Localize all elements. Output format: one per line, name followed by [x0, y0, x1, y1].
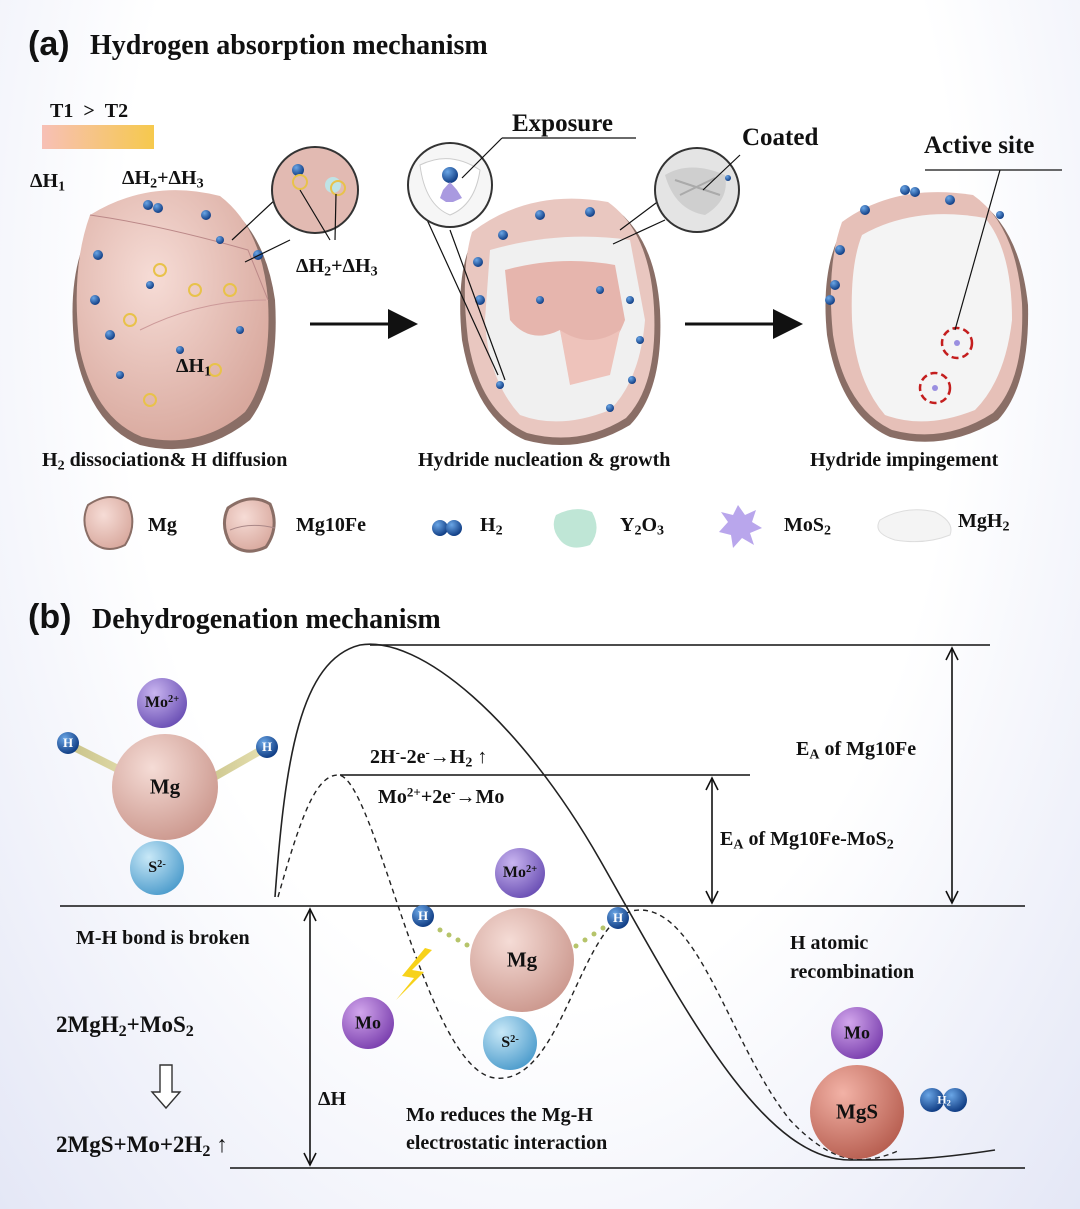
legend-mgh2-label: MgH2 [958, 510, 1010, 535]
callout-exposure: Exposure [512, 110, 613, 137]
atom-mo2plus-center [495, 848, 545, 898]
legend-icons [83, 496, 952, 553]
atom-label-mgs: MgS [836, 1099, 878, 1124]
lightning-icon [396, 948, 432, 1000]
atom-label-mg-center: Mg [506, 947, 538, 972]
atom-h2-a [920, 1088, 944, 1112]
mo-reduces-label-1: Mo reduces the Mg-H [406, 1104, 593, 1126]
h2-molecules [90, 200, 263, 379]
particle-mg-dissociation [72, 190, 276, 450]
atom-h-center-left [412, 905, 434, 927]
panel-a-title: Hydrogen absorption mechanism [90, 30, 488, 61]
atom-mo-right [831, 1007, 883, 1059]
legend-y2o3-label: Y2O3 [620, 514, 665, 539]
temperature-label: T1 > T2 [50, 100, 129, 122]
legend-h2-icon [432, 520, 462, 536]
atom-label-h-center-left: H [417, 908, 429, 923]
molecule-mgh2-intact [57, 678, 278, 895]
recombination-label-1: H atomic [790, 932, 869, 954]
atom-label-s2minus: S2- [148, 858, 166, 876]
delta-h23-label-zoom: ΔH2+ΔH3 [296, 255, 378, 280]
legend-mg-icon [83, 496, 134, 550]
atom-label-mo-right: Mo [844, 1022, 870, 1043]
atom-label-h-center-right: H [612, 910, 624, 925]
panel-a-letter: (a) [28, 25, 70, 63]
legend-y2o3-icon [553, 509, 597, 548]
callout-active-site: Active site [924, 132, 1035, 159]
panel-b-letter: (b) [28, 598, 72, 636]
active-site-marker-2 [918, 371, 952, 405]
atom-s2minus [130, 841, 184, 895]
active-site-marker-1 [940, 326, 974, 360]
atom-mo2plus [137, 678, 187, 728]
atom-label-h2: H2 [937, 1092, 951, 1108]
reaction-h-label: 2H--2e-→H2 ↑ [370, 744, 488, 771]
atom-h-right [256, 736, 278, 758]
atom-mg [112, 734, 218, 840]
particle-hydride-nucleation [460, 198, 661, 445]
legend-mg-label: Mg [148, 514, 177, 536]
equation-products: 2MgS+Mo+2H2 ↑ [56, 1132, 228, 1161]
legend-mos2-icon [719, 505, 762, 548]
atom-label-mo2plus-center: Mo2+ [502, 863, 538, 881]
legend-mos2-label: MoS2 [784, 514, 831, 539]
energy-curve-mg10fe-mos2 [277, 774, 901, 1161]
stage-label-nucleation: Hydride nucleation & growth [418, 449, 671, 471]
recombination-label-2: recombination [790, 961, 915, 983]
ea-mos2-label: EA of Mg10Fe-MoS2 [720, 828, 894, 853]
atom-h-left [57, 732, 79, 754]
panel-b-title: Dehydrogenation mechanism [92, 604, 441, 635]
molecule-mgs-products [810, 1007, 967, 1159]
zoom-circle-coated [612, 147, 741, 245]
ea-mg10fe-arrow [945, 646, 959, 905]
delta-h-label: ΔH [318, 1088, 347, 1110]
legend-mg10fe-icon [223, 497, 276, 553]
atom-label-mg: Mg [149, 774, 181, 799]
atom-label-h-left: H [62, 735, 74, 750]
atom-s2minus-center [483, 1016, 537, 1070]
atom-h2-b [943, 1088, 967, 1112]
zoom-circle-diffusion [271, 146, 359, 241]
atom-h-center-right [607, 907, 629, 929]
stage-label-impingement: Hydride impingement [810, 449, 999, 471]
stage-label-dissociation: H2 dissociation& H diffusion [42, 449, 288, 474]
legend-mgh2-icon [877, 509, 952, 543]
delta-h1-label-left: ΔH1 [30, 170, 66, 195]
particle-hydride-impingement [825, 169, 1062, 442]
legend-h2-label: H2 [480, 514, 503, 539]
atom-label-mo-center: Mo [355, 1012, 381, 1033]
temperature-gradient-bar [42, 125, 154, 149]
atom-label-mo2plus: Mo2+ [144, 693, 180, 711]
reaction-arrow-icon [150, 1064, 182, 1110]
reaction-mo-label: Mo2++2e-→Mo [378, 784, 505, 809]
atom-mo-center [342, 997, 394, 1049]
ea-mg10fe-label: EA of Mg10Fe [796, 738, 917, 763]
atom-label-s2minus-center: S2- [501, 1033, 519, 1051]
molecule-mgh2-breaking [342, 848, 629, 1070]
callout-coated: Coated [742, 124, 819, 151]
mo-reduces-label-2: electrostatic interaction [406, 1132, 608, 1154]
atom-mgs [810, 1065, 904, 1159]
delta-h-arrow [303, 907, 317, 1167]
legend-mg10fe-label: Mg10Fe [296, 514, 366, 536]
delta-h23-label-top: ΔH2+ΔH3 [122, 167, 204, 192]
atom-mg-center [470, 908, 574, 1012]
zoom-circle-exposure [407, 137, 636, 381]
bond-broken-label: M-H bond is broken [76, 927, 250, 949]
delta-h1-label-particle: ΔH1 [176, 355, 212, 380]
ea-mos2-arrow [705, 776, 719, 905]
equation-reactants: 2MgH2+MoS2 [56, 1012, 194, 1041]
atom-label-h-right: H [261, 739, 273, 754]
